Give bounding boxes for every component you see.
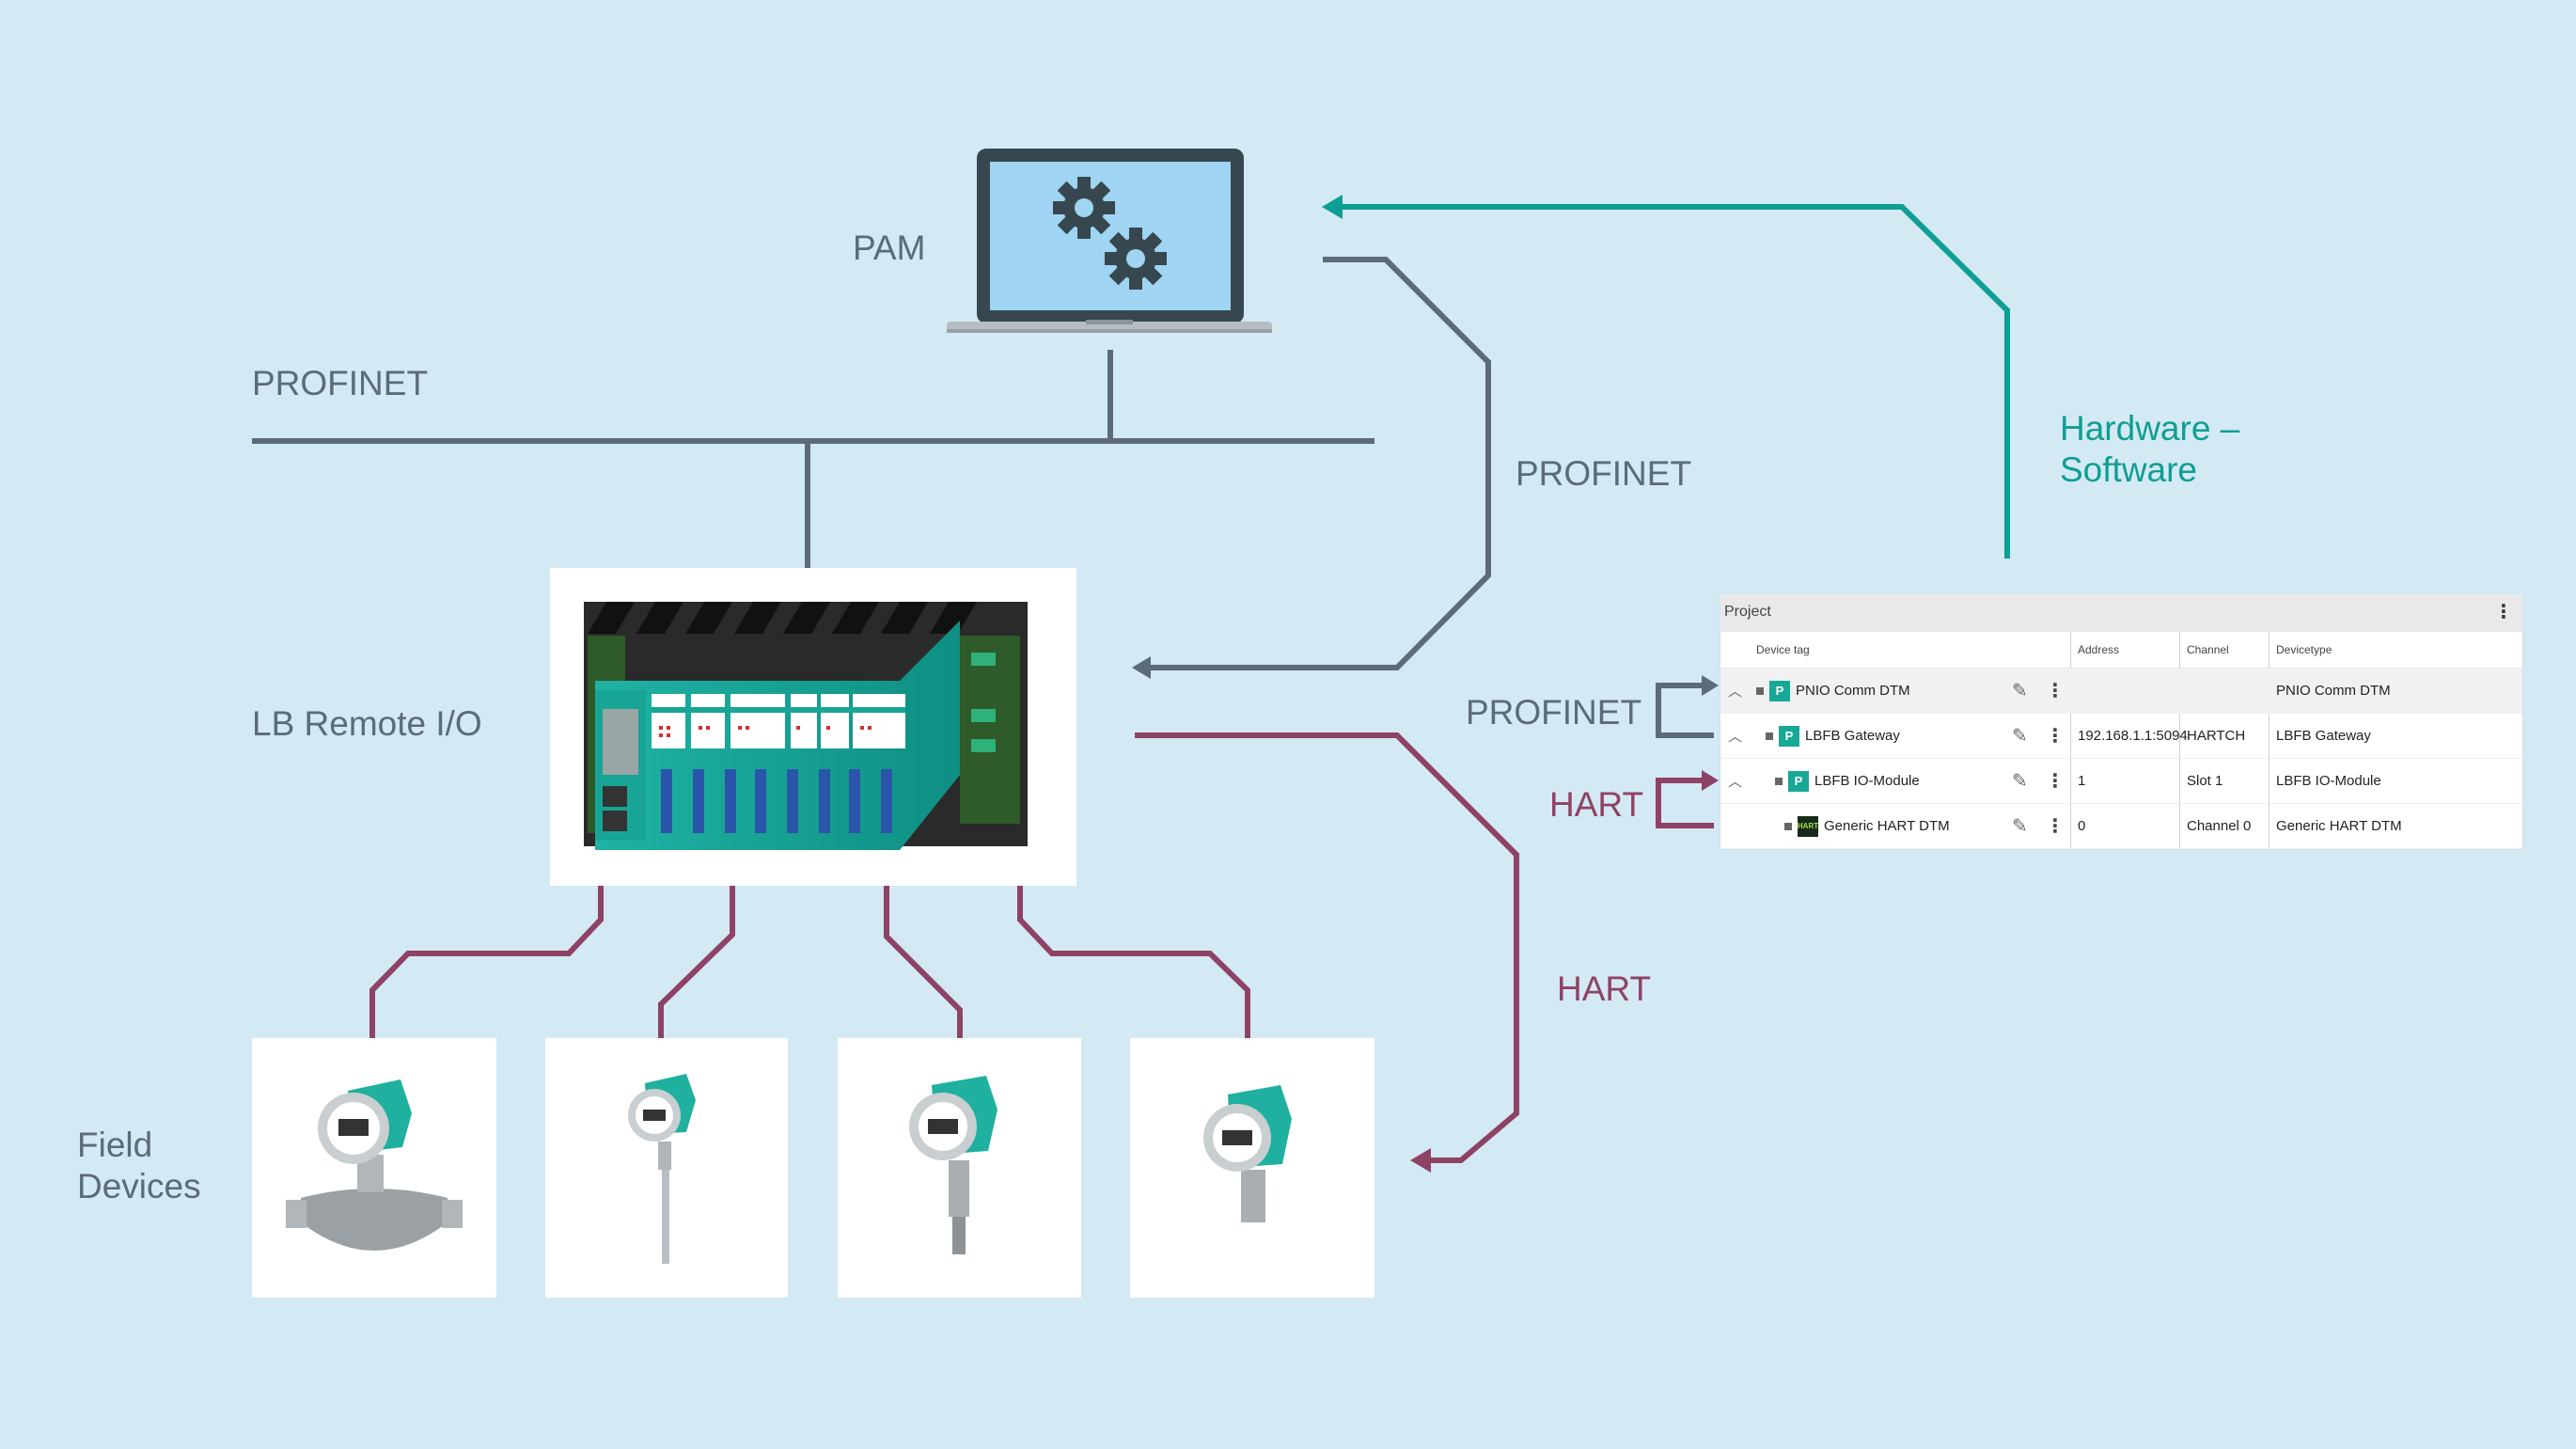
profinet-route-arrow [1132,257,1491,679]
pam-label: PAM [853,228,926,267]
row-menu-icon[interactable]: ⋮ [2046,771,2065,792]
channel: HARTCH [2187,728,2246,744]
row-menu-icon[interactable]: ⋮ [2046,726,2065,747]
hart-route-arrow [1135,732,1519,1173]
profinet-panel-arrow [1656,675,1719,738]
field-label: Field [77,1126,153,1164]
edit-icon[interactable]: ✎ [2012,771,2028,792]
edit-icon[interactable]: ✎ [2012,726,2028,747]
hart-panel-arrow [1656,770,1719,828]
remote-io-rack-icon [584,602,1028,850]
chevron-up-icon[interactable]: ︿ [1728,684,1743,700]
tree-row[interactable]: ︿ P LBFB IO-Module ✎ ⋮ 1 Slot 1 LBFB IO-M… [1720,759,2522,804]
device-tag: LBFB Gateway [1805,728,1900,744]
rod-level-probe-icon [628,1074,696,1264]
project-grid: Device tag Address Channel Devicetype ︿ … [1720,632,2522,849]
row-menu-icon[interactable]: ⋮ [2046,816,2065,837]
row-menu-icon[interactable]: ⋮ [2046,681,2065,701]
column-header-channel[interactable]: Channel [2187,643,2229,656]
dtm-icon: P [1788,770,1809,792]
project-panel: Project ⋮ Device tag Address Channel Dev… [1720,594,2522,849]
lb-remote-io-label: LB Remote I/O [252,704,482,743]
address: 0 [2078,818,2086,834]
coriolis-flowmeter-icon [286,1079,463,1251]
devicetype: LBFB Gateway [2276,728,2371,744]
node-square-icon [1756,686,1764,695]
column-header-devicetype[interactable]: Devicetype [2276,643,2333,656]
node-square-icon [1775,777,1783,785]
differential-pressure-transmitter-icon [1203,1085,1292,1222]
field-devices-label: Field Devices [77,1125,201,1207]
address: 1 [2078,773,2086,789]
software-label: Software [2060,450,2198,489]
chevron-up-icon[interactable]: ︿ [1728,774,1743,790]
node-square-icon [1784,822,1792,830]
profinet-bus [252,350,1374,568]
field-device-card-3 [838,1038,1081,1298]
tree-row[interactable]: ︿ P PNIO Comm DTM ✎ ⋮ PNIO Comm DTM [1720,669,2522,714]
dtm-icon: P [1779,725,1799,747]
laptop-gears-icon [947,149,1272,333]
profinet-panel-label: PROFINET [1466,693,1642,732]
channel: Channel 0 [2187,818,2252,834]
hart-dtm-icon: HART [1798,815,1818,837]
edit-icon[interactable]: ✎ [2012,816,2028,837]
profinet-route-label: PROFINET [1516,454,1692,493]
devicetype: Generic HART DTM [2276,818,2402,834]
project-panel-header: Project ⋮ [1720,594,2522,632]
devices-label: Devices [77,1167,201,1205]
device-tag: PNIO Comm DTM [1796,683,1910,699]
edit-icon[interactable]: ✎ [2012,681,2028,701]
hart-panel-label: HART [1549,785,1644,824]
pressure-transmitter-icon [909,1076,997,1254]
field-device-card-4 [1130,1038,1374,1298]
field-device-card-2 [545,1038,788,1298]
hardware-software-label: Hardware – Software [2060,408,2239,491]
profinet-bus-label: PROFINET [252,364,429,402]
column-header-address[interactable]: Address [2078,643,2120,656]
hart-route-label: HART [1557,969,1652,1008]
column-header-device-tag[interactable]: Device tag [1756,643,1810,656]
devicetype: LBFB IO-Module [2276,773,2381,789]
chevron-up-icon[interactable]: ︿ [1728,729,1743,745]
hart-field-connections [369,886,1250,1038]
hardware-label: Hardware – [2060,409,2240,448]
dtm-icon: P [1769,680,1790,701]
node-square-icon [1766,732,1773,740]
remote-io-card [550,568,1076,886]
tree-row[interactable]: HART Generic HART DTM ✎ ⋮ 0 Channel 0 Gen… [1720,804,2522,849]
address: 192.168.1.1:5094 [2078,728,2188,744]
field-device-card-1 [252,1038,496,1298]
more-vert-icon[interactable]: ⋮ [2494,602,2513,622]
tree-row[interactable]: ︿ P LBFB Gateway ✎ ⋮ 192.168.1.1:5094 HAR… [1720,714,2522,759]
hardware-software-arrow [1322,195,2010,559]
grid-header-row: Device tag Address Channel Devicetype [1720,632,2522,669]
channel: Slot 1 [2187,773,2223,789]
devicetype: PNIO Comm DTM [2276,683,2391,699]
device-tag: LBFB IO-Module [1814,773,1920,789]
project-title: Project [1724,604,1771,620]
device-tag: Generic HART DTM [1824,818,1950,834]
